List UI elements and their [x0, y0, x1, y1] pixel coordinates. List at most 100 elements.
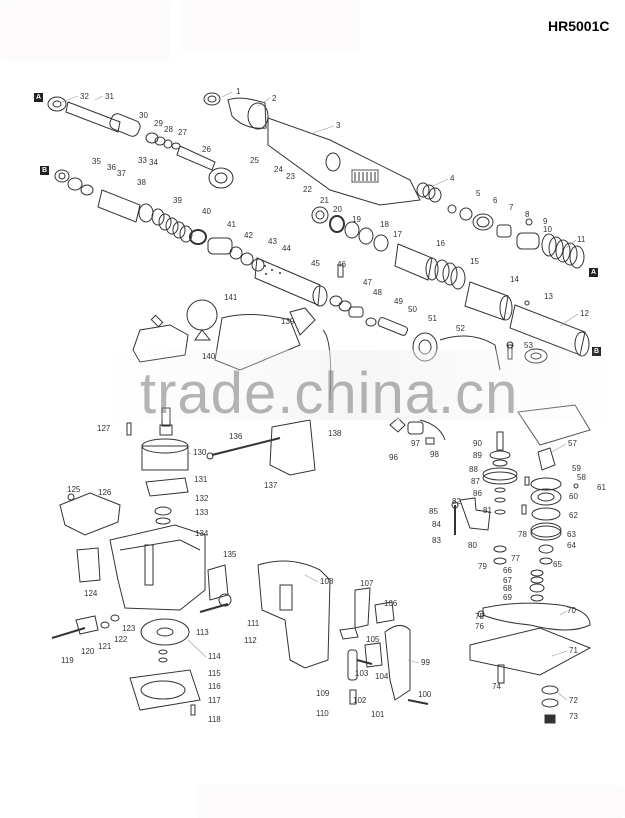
part-number-label: 57 — [568, 439, 577, 448]
part-number-label: 127 — [97, 424, 111, 433]
part-number-label: 71 — [569, 646, 578, 655]
part-number-label: 49 — [394, 297, 403, 306]
gear-stack-right — [451, 404, 592, 724]
part-number-label: 86 — [473, 489, 482, 498]
part-number-label: 23 — [286, 172, 295, 181]
part-number-label: 82 — [452, 497, 461, 506]
part-number-label: 134 — [195, 529, 209, 538]
part-number-label: 50 — [408, 305, 417, 314]
part-number-label: 10 — [543, 225, 552, 234]
part-number-label: 103 — [355, 669, 369, 678]
part-number-label: 13 — [544, 292, 553, 301]
part-number-label: 3 — [336, 121, 341, 130]
part-number-label: 96 — [389, 453, 398, 462]
part-number-label: 80 — [468, 541, 477, 550]
part-number-label: 20 — [333, 205, 342, 214]
part-number-label: 107 — [360, 579, 374, 588]
fan-and-baffle — [51, 603, 229, 716]
part-number-label: 84 — [432, 520, 441, 529]
part-number-label: 25 — [250, 156, 259, 165]
part-number-label: 114 — [208, 652, 221, 661]
rings-and-springs-a — [416, 182, 585, 269]
part-number-label: 52 — [456, 324, 465, 333]
part-number-label: 137 — [264, 481, 278, 490]
part-number-label: 2 — [272, 94, 277, 103]
part-number-label: 136 — [229, 432, 243, 441]
part-number-label: 4 — [450, 174, 455, 183]
part-number-label: 1 — [236, 87, 241, 96]
part-number-label: 42 — [244, 231, 253, 240]
part-number-label: 40 — [202, 207, 211, 216]
part-number-label: 73 — [569, 712, 578, 721]
part-number-label: 11 — [577, 235, 586, 244]
part-number-label: 14 — [510, 275, 519, 284]
part-number-label: 89 — [473, 451, 482, 460]
part-number-label: 81 — [483, 506, 492, 515]
part-number-label: 32 — [80, 92, 89, 101]
part-number-label: 35 — [92, 157, 101, 166]
part-number-label: 48 — [373, 288, 382, 297]
part-number-label: 44 — [282, 244, 291, 253]
faded-overlay — [0, 0, 170, 62]
part-number-label: 66 — [503, 566, 512, 575]
part-number-label: 59 — [572, 464, 581, 473]
part-number-label: 105 — [366, 635, 380, 644]
part-number-label: 67 — [503, 576, 512, 585]
faded-overlay — [195, 785, 625, 818]
section-marker-a: A — [34, 93, 43, 102]
part-number-label: 62 — [569, 511, 578, 520]
part-number-label: 101 — [371, 710, 385, 719]
part-number-label: 69 — [503, 593, 512, 602]
part-number-label: 118 — [208, 715, 221, 724]
part-number-label: 65 — [553, 560, 562, 569]
part-number-label: 17 — [393, 230, 402, 239]
part-number-label: 34 — [149, 158, 158, 167]
part-number-label: 111 — [247, 619, 260, 628]
part-number-label: 102 — [353, 696, 367, 705]
part-number-label: 131 — [194, 475, 208, 484]
part-number-label: 106 — [384, 599, 398, 608]
part-number-label: 132 — [195, 494, 209, 503]
part-number-label: 9 — [543, 217, 548, 226]
part-number-label: 47 — [363, 278, 372, 287]
part-number-label: 98 — [430, 450, 439, 459]
part-number-label: 125 — [67, 485, 81, 494]
section-marker-b: B — [40, 166, 49, 175]
part-number-label: 138 — [328, 429, 342, 438]
part-number-label: 76 — [475, 622, 484, 631]
part-number-label: 26 — [202, 145, 211, 154]
switch-parts — [389, 417, 446, 445]
part-number-label: 53 — [524, 341, 533, 350]
part-number-label: 18 — [380, 220, 389, 229]
part-number-label: 123 — [122, 624, 136, 633]
part-number-label: 87 — [471, 477, 480, 486]
part-number-label: 133 — [195, 508, 209, 517]
part-number-label: 104 — [375, 672, 389, 681]
part-number-label: 41 — [227, 220, 236, 229]
part-number-label: 36 — [107, 163, 116, 172]
part-number-label: 29 — [154, 119, 163, 128]
part-number-label: 43 — [268, 237, 277, 246]
part-number-label: 108 — [320, 577, 334, 586]
part-number-label: 15 — [470, 257, 479, 266]
part-number-label: 16 — [436, 239, 445, 248]
part-number-label: 77 — [511, 554, 520, 563]
part-number-label: 72 — [569, 696, 578, 705]
part-number-label: 58 — [577, 473, 586, 482]
part-number-label: 126 — [98, 488, 112, 497]
part-number-label: 7 — [509, 203, 514, 212]
part-number-label: 97 — [411, 439, 420, 448]
part-number-label: 113 — [196, 628, 209, 637]
part-number-label: 110 — [316, 709, 329, 718]
part-number-label: 83 — [432, 536, 441, 545]
part-number-label: 28 — [164, 125, 173, 134]
part-number-label: 109 — [316, 689, 330, 698]
part-number-label: 38 — [137, 178, 146, 187]
part-number-label: 75 — [475, 612, 484, 621]
part-number-label: 139 — [281, 317, 295, 326]
model-title: HR5001C — [548, 18, 610, 34]
part-number-label: 141 — [224, 293, 238, 302]
part-number-label: 90 — [473, 439, 482, 448]
part-number-label: 115 — [208, 669, 221, 678]
part-number-label: 63 — [567, 530, 576, 539]
